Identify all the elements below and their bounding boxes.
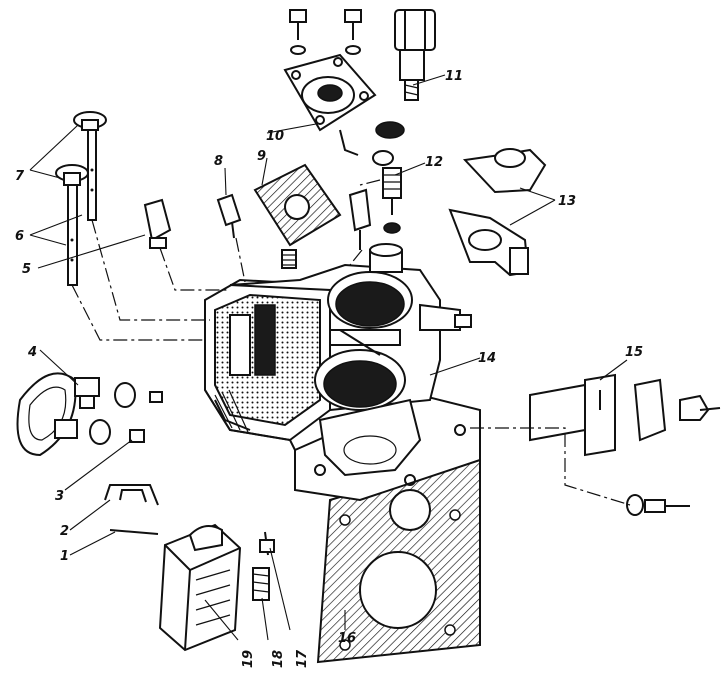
label-15: 15 [625,345,643,360]
small-screw [129,429,145,443]
plugs-gasket [16,372,163,457]
label-9: 9 [257,149,266,164]
cap [158,523,242,652]
label-13: 13 [558,194,576,209]
carburetor-body [204,243,481,502]
throttle-levers [448,148,547,277]
callout-labels: 1 2 3 4 5 6 7 8 9 10 11 12 13 14 15 16 1… [15,69,643,668]
label-19: 19 [241,650,256,668]
needle-valve [348,167,402,250]
label-7: 7 [15,169,25,184]
clip [104,484,159,506]
label-11: 11 [445,69,463,84]
label-8: 8 [214,154,223,169]
cover-screws [289,9,362,55]
label-6: 6 [15,229,24,244]
label-18: 18 [271,650,286,668]
label-5: 5 [22,262,31,277]
label-17: 17 [295,649,310,668]
label-4: 4 [27,345,37,360]
label-12: 12 [425,155,443,170]
label-2: 2 [60,524,69,539]
jet-holder [143,198,172,249]
pin [109,529,159,535]
flange-gasket [316,453,481,664]
label-16: 16 [338,631,356,646]
bracket [529,373,721,516]
diaphragm-cover [283,53,377,156]
solenoid-valve [372,9,436,166]
idle-screw-spring [252,531,275,601]
assembly-lines [71,179,631,506]
diaphragm-gasket [253,163,342,269]
label-14: 14 [478,351,496,366]
leader-lines [29,74,628,641]
small-jet [216,193,242,239]
label-10: 10 [266,129,284,144]
label-1: 1 [60,549,69,564]
label-3: 3 [55,489,64,504]
